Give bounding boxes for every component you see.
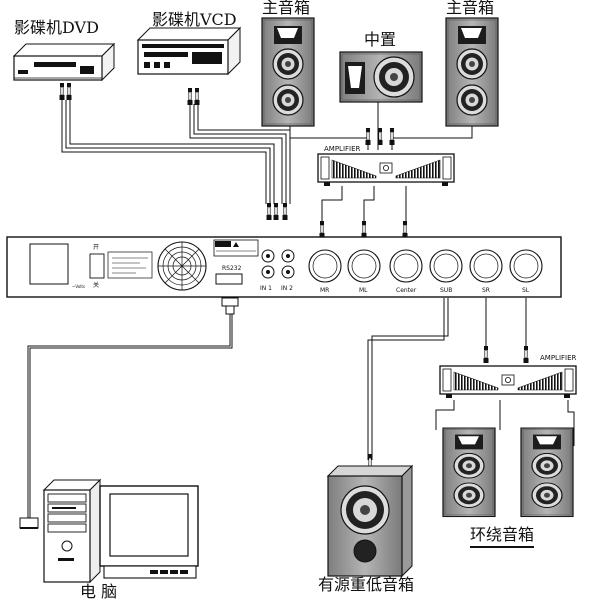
sub-cable (367, 298, 449, 460)
in2-label: IN 2 (281, 285, 293, 292)
main-speaker-right (445, 17, 499, 127)
rs232-label: RS232 (222, 265, 242, 272)
ml-label: ML (359, 287, 368, 294)
vcd-player-label: 影碟机VCD (152, 10, 237, 29)
main-out-wires (321, 186, 407, 222)
power-on-label: 开 (93, 244, 99, 251)
in1-label: IN 1 (260, 285, 272, 292)
amplifier-bottom-label: AMPLIFIER (540, 354, 577, 362)
sub-label: SUB (440, 287, 452, 294)
amplifier-top (317, 153, 455, 187)
surround-cables (485, 298, 527, 348)
main-speaker-right-label: 主音箱 (446, 0, 495, 17)
in1-plug-b (273, 202, 279, 221)
sl-label: SL (522, 287, 530, 294)
vcd-player (136, 26, 242, 76)
main-right-wire-plug (389, 127, 395, 146)
dvd-player (12, 42, 116, 82)
in2-plug (282, 202, 288, 221)
computer-monitor (99, 485, 199, 579)
surround-speakers-label: 环绕音箱 (470, 527, 535, 548)
center-speaker (339, 51, 423, 103)
main-left-wire-plug (365, 127, 371, 146)
center-label: Center (396, 287, 417, 294)
mr-plug (319, 220, 325, 239)
computer-tower (42, 478, 102, 584)
center-plug (402, 220, 408, 239)
main-speaker-left-label: 主音箱 (262, 0, 311, 17)
source-cables (61, 100, 291, 204)
ml-plug (361, 220, 367, 239)
dvd-plug-right (66, 82, 72, 101)
dvd-player-label: 影碟机DVD (14, 18, 99, 37)
vcd-plug-left (187, 87, 193, 106)
audio-processor: ~Volts 开 关 RS232 (6, 236, 562, 298)
svg-text:~Volts: ~Volts (72, 284, 85, 289)
surround-speaker-right (520, 427, 574, 518)
subwoofer-label: 有源重低音箱 (318, 575, 415, 594)
surround-speaker-left (442, 427, 496, 518)
center-speaker-label: 中置 (364, 30, 397, 49)
sr-label: SR (482, 287, 490, 294)
rs232-cable (19, 297, 239, 529)
mr-label: MR (320, 287, 329, 294)
power-off-label: 关 (93, 281, 99, 289)
vcd-plug-right (194, 87, 200, 106)
dvd-plug-left (59, 82, 65, 101)
rs232-port (215, 273, 243, 285)
amplifier-top-label: AMPLIFIER (324, 145, 361, 153)
output-ports (308, 249, 543, 283)
input-ports (261, 249, 295, 279)
main-speaker-left (261, 17, 315, 127)
sl-plug (523, 345, 529, 364)
in1-plug (266, 202, 272, 221)
surround-speaker-wires (435, 400, 575, 446)
sr-plug (483, 345, 489, 364)
subwoofer (326, 464, 414, 578)
computer-label: 电 脑 (80, 582, 118, 600)
amplifier-bottom (439, 365, 577, 399)
